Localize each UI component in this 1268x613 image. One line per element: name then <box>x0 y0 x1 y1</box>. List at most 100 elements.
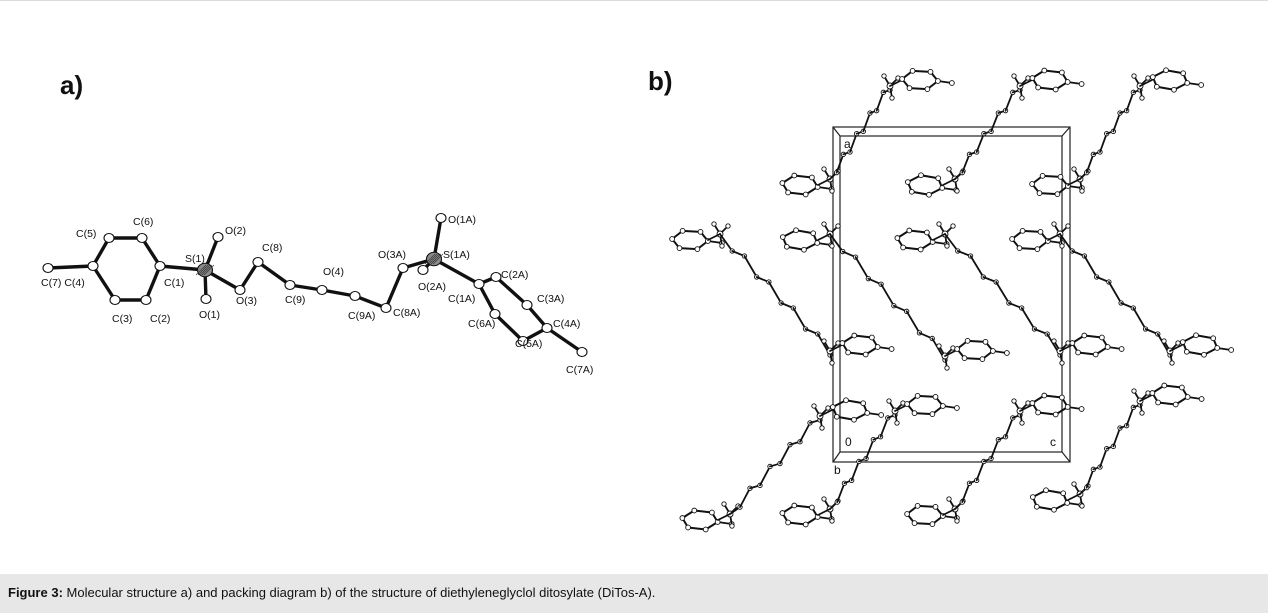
packing-bond <box>835 153 845 174</box>
packing-atom <box>864 410 871 416</box>
packing-bond <box>1037 411 1057 416</box>
molecular-structure-panel: C(5)C(6)O(2)S(1)C(8)C(7) C(4)C(1)O(3)C(9… <box>41 212 593 376</box>
packing-atom <box>779 510 786 516</box>
packing-atom <box>1033 503 1040 510</box>
packing-atom <box>1078 81 1085 87</box>
packing-bond <box>995 281 1010 304</box>
atom-C(5A) <box>517 335 529 347</box>
bond-C(7)-C(4) <box>46 264 95 270</box>
packing-atom <box>694 246 701 252</box>
packing-bond <box>829 344 843 352</box>
packing-bond <box>787 521 807 526</box>
atom-label: C(5A) <box>515 338 542 350</box>
packing-atom <box>1184 80 1191 86</box>
packing-atom <box>1051 506 1057 513</box>
packing-atom <box>990 348 996 354</box>
packing-bond <box>845 399 865 405</box>
packing-atom <box>906 227 913 234</box>
packing-bond <box>894 404 908 412</box>
packing-bond <box>1163 384 1183 389</box>
atom-label: C(8) <box>262 242 282 254</box>
packing-bond <box>1125 406 1135 427</box>
atom-label: C(2) <box>150 313 170 325</box>
packing-atom <box>1034 246 1041 252</box>
packing-atom <box>779 234 786 240</box>
packing-atom <box>821 496 827 502</box>
packing-bond <box>1067 178 1081 186</box>
packing-atom <box>783 243 790 250</box>
packing-atom <box>829 518 835 524</box>
bond-C(5A)-C(6A) <box>493 312 525 343</box>
packing-bond <box>1157 401 1177 406</box>
atom-C(9) <box>284 279 296 291</box>
packing-bond <box>862 112 871 133</box>
packing-bond <box>1045 489 1065 495</box>
packing-bond <box>717 513 731 521</box>
packing-bond <box>1083 255 1098 278</box>
packing-atom <box>679 228 686 234</box>
packing-bond <box>1047 233 1061 241</box>
packing-bond <box>879 416 889 438</box>
packing-atom <box>1039 173 1046 179</box>
packing-atom <box>719 243 725 249</box>
packing-atom <box>936 343 942 349</box>
packing-atom <box>791 502 798 509</box>
packing-bond <box>1099 132 1108 153</box>
packing-bond <box>1185 350 1205 356</box>
packing-atom <box>1193 332 1199 339</box>
packing-atom <box>669 236 675 242</box>
packing-bond <box>944 349 958 357</box>
panel-b-label: b) <box>648 66 673 96</box>
packing-atom <box>1198 82 1205 88</box>
packing-atom <box>1180 70 1187 77</box>
packing-atom <box>935 78 941 84</box>
packing-atom <box>944 243 950 249</box>
packing-bond <box>767 281 783 304</box>
packing-bond <box>902 246 922 251</box>
packing-bond <box>1038 192 1059 196</box>
atom-label: S(1A) <box>443 249 470 261</box>
packing-bond <box>880 283 895 307</box>
packing-atom <box>1210 335 1217 342</box>
atom-label: C(6A) <box>468 318 495 330</box>
atom-C(3A) <box>521 299 533 311</box>
packing-atom <box>1171 86 1177 93</box>
packing-atom <box>1041 67 1048 74</box>
caption-text: Figure 3: Molecular structure a) and pac… <box>8 585 655 600</box>
packing-atom <box>851 332 858 339</box>
packing-bond <box>975 460 985 482</box>
packing-atom <box>1052 411 1059 418</box>
packing-bond <box>908 229 928 234</box>
packing-bond <box>793 174 813 179</box>
packing-bond <box>963 357 984 361</box>
packing-atom <box>1035 409 1041 416</box>
packing-bond <box>990 438 1000 460</box>
packing-atom <box>1051 221 1057 227</box>
packing-atom <box>946 166 952 172</box>
bond-C(3)-C(4) <box>91 264 117 302</box>
packing-bond <box>1169 344 1183 352</box>
packing-atom <box>1155 399 1161 406</box>
packing-atom <box>949 80 955 86</box>
packing-bond <box>961 153 971 174</box>
packing-bond <box>707 233 721 241</box>
packing-bond <box>1021 229 1042 233</box>
packing-atom <box>954 346 960 352</box>
packing-bond <box>829 233 844 253</box>
packing-atom <box>1184 394 1191 400</box>
bond-C(6)-C(1) <box>140 236 162 268</box>
atom-O(4) <box>316 284 328 296</box>
packing-atom <box>1104 344 1111 350</box>
packing-atom <box>839 340 846 346</box>
packing-bond <box>1139 79 1153 87</box>
packing-atom <box>1043 487 1049 494</box>
packing-atom <box>906 85 913 91</box>
packing-atom <box>1139 95 1145 101</box>
packing-atom <box>1019 95 1025 101</box>
packing-atom <box>821 166 827 172</box>
packing-bond <box>853 334 873 339</box>
packing-bond <box>1004 91 1014 112</box>
packing-atom <box>1081 332 1088 339</box>
packing-atom <box>1071 481 1077 487</box>
atom-label: C(3A) <box>537 293 564 305</box>
